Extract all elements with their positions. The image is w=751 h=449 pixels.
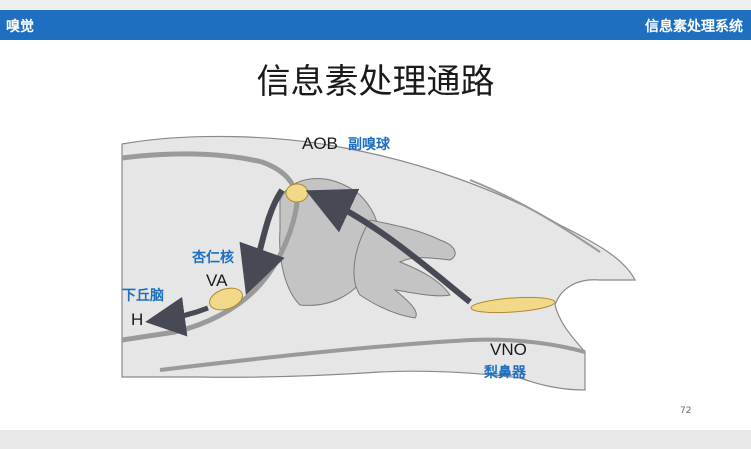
vno-organ (470, 296, 556, 314)
arrow-va-to-h (145, 296, 209, 337)
slide: 信息素处理通路 AOB 副嗅球 杏仁核 VA 下丘脑 H VNO 梨鼻器 (0, 40, 751, 430)
top-strip (0, 0, 751, 10)
brain-boundary (121, 151, 300, 343)
header-right-label: 信息素处理系统 (645, 19, 743, 35)
arrow-vno-to-aob (305, 188, 472, 305)
palate-line (159, 337, 586, 372)
slide-title: 信息素处理通路 (256, 62, 495, 102)
amygdala-cn-label: 杏仁核 (192, 250, 234, 266)
vno-label: VNO (490, 340, 527, 359)
page-number: 72 (680, 406, 692, 416)
header-bar: 嗅觉 信息素处理系统 (0, 10, 751, 40)
arrow-aob-to-va (239, 188, 285, 295)
skin-fold (469, 179, 601, 253)
header-left-label: 嗅觉 (6, 19, 34, 35)
vno-cn-label: 梨鼻器 (484, 365, 526, 381)
hypothalamus-cn-label: 下丘脑 (122, 288, 164, 304)
aob-organ (285, 183, 309, 203)
va-label: VA (206, 271, 228, 290)
aob-label: AOB (302, 134, 338, 153)
rodent-head-diagram (121, 135, 636, 391)
aob-cn-label: 副嗅球 (348, 137, 390, 153)
nasal-turbinates (353, 219, 456, 319)
bottom-strip (0, 430, 751, 449)
h-label: H (131, 310, 144, 329)
